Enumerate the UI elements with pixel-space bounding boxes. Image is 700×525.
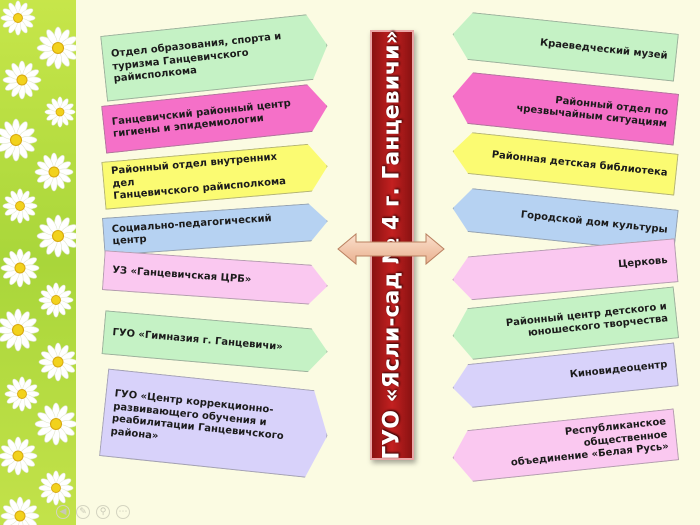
right-item-label: Республиканское общественное объединение… [510, 416, 670, 469]
more-icon[interactable]: ⋯ [116, 505, 130, 519]
left-item-label: Районный отдел внутренних дел Ганцевичск… [110, 151, 287, 203]
double-arrow-icon [337, 232, 445, 266]
back-icon[interactable]: ◀ [56, 505, 70, 519]
pen-icon[interactable]: ✎ [76, 505, 90, 519]
right-item-belaya-rus: Республиканское общественное объединение… [450, 408, 679, 483]
left-item-label: ГУО «Центр коррекционно- развивающего об… [110, 388, 285, 443]
right-item-label: Церковь [617, 254, 669, 271]
left-item-label: Ганцевичский районный центр гигиены и эп… [111, 97, 292, 140]
right-item-label: Киновидеоцентр [569, 358, 668, 381]
left-item-social-center: Социально-педагогический центр [102, 202, 329, 256]
right-item-label: Районный центр детского и юношеского тво… [505, 300, 669, 339]
right-item-label: Районный отдел по чрезвычайным ситуациям [515, 94, 669, 130]
right-item-label: Городской дом культуры [520, 209, 669, 236]
right-item-local-museum: Краеведческий музей [450, 10, 679, 81]
left-item-correction-center: ГУО «Центр коррекционно- развивающего об… [99, 368, 332, 479]
left-item-label: Социально-педагогический центр [111, 212, 272, 248]
left-item-hospital: УЗ «Ганцевичская ЦРБ» [102, 250, 329, 306]
left-item-label: ГУО «Гимназия г. Ганцевичи» [111, 326, 284, 353]
daisy-pattern [0, 0, 76, 525]
left-item-label: Отдел образования, спорта и туризма Ганц… [110, 31, 282, 85]
zoom-icon[interactable]: ⚲ [96, 505, 110, 519]
left-item-gymnasium: ГУО «Гимназия г. Ганцевичи» [102, 310, 330, 373]
right-item-label: Краеведческий музей [539, 37, 669, 62]
left-item-label: УЗ «Ганцевичская ЦРБ» [111, 264, 252, 286]
right-item-label: Районная детская библиотека [491, 149, 669, 179]
daisy-border [0, 0, 76, 525]
left-item-internal-affairs: Районный отдел внутренних дел Ганцевичск… [101, 142, 329, 209]
